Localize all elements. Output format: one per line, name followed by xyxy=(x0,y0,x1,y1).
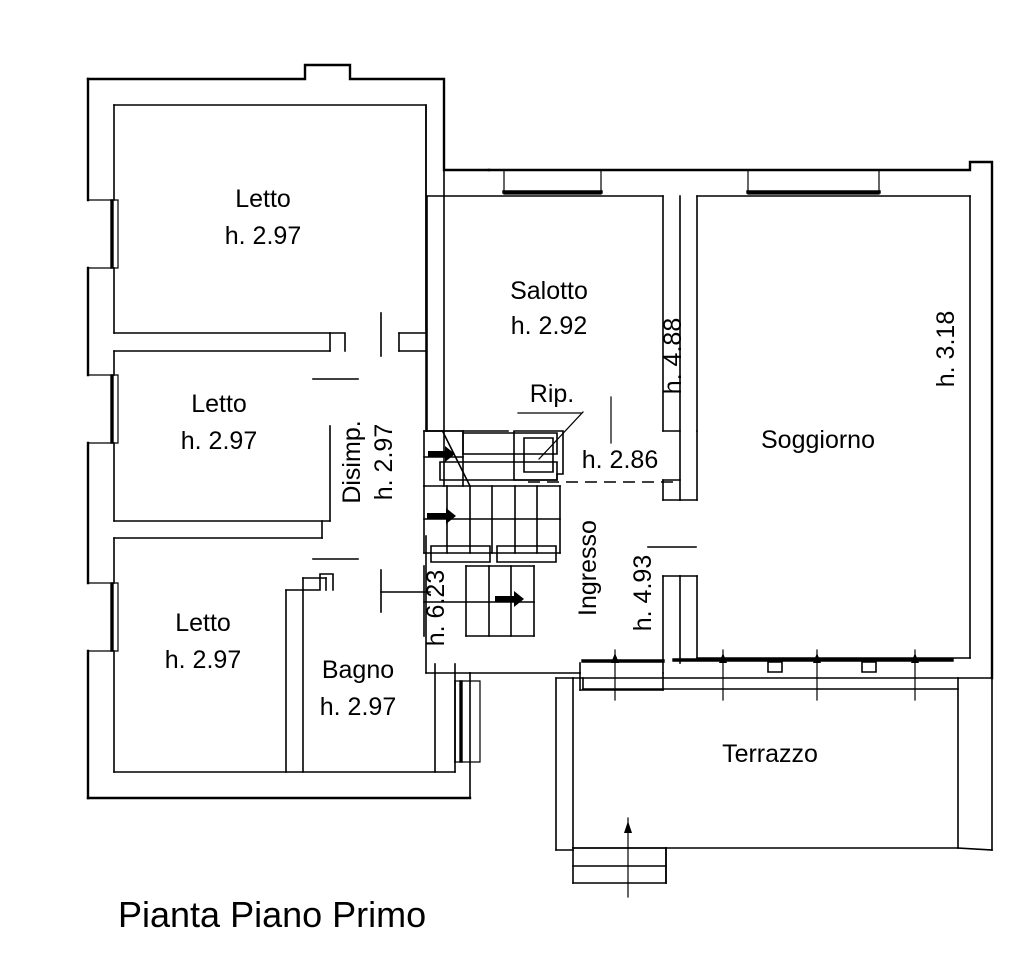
room-labels: Letto h. 2.97 Letto h. 2.97 Letto h. 2.9… xyxy=(165,185,875,768)
room-height-letto-1: h. 2.97 xyxy=(225,222,301,250)
label-soggiorno-height: h. 3.18 xyxy=(932,311,960,387)
room-label-salotto: Salotto xyxy=(510,277,588,305)
room-label-letto-1: Letto xyxy=(235,185,291,213)
salotto-walls xyxy=(426,160,994,680)
window-bagno xyxy=(454,680,481,763)
door-marks-left-block xyxy=(312,312,431,613)
corridor-walls xyxy=(425,104,471,799)
railing-post xyxy=(911,649,919,701)
room-label-letto-2: Letto xyxy=(191,390,247,418)
window-left-upper xyxy=(87,199,119,269)
stair-direction-arrows xyxy=(427,446,524,607)
ingresso-walls xyxy=(469,575,665,691)
room-label-bagno: Bagno xyxy=(322,656,394,684)
label-salotto-side-height: h. 4.88 xyxy=(659,318,687,394)
page-title: Pianta Piano Primo xyxy=(118,894,426,935)
vertical-labels: Disimp. h. 2.97 h. 6.23 Ingresso h. 4.93… xyxy=(338,311,960,646)
window-left-middle xyxy=(87,374,119,444)
room-height-letto-3: h. 2.97 xyxy=(165,646,241,674)
room-label-terrazzo: Terrazzo xyxy=(722,740,818,768)
label-ingresso-height: h. 4.93 xyxy=(629,555,657,631)
room-label-letto-3: Letto xyxy=(175,609,231,637)
window-top-salotto xyxy=(502,169,603,195)
ripostiglio-closet xyxy=(513,411,584,481)
terrazzo-exterior-stairs xyxy=(572,817,667,898)
railing-post xyxy=(719,649,727,701)
outer-envelope-left xyxy=(86,63,491,800)
room-height-letto-2: h. 2.97 xyxy=(181,427,257,455)
label-disimpegno: Disimp. xyxy=(338,420,366,503)
window-top-soggiorno xyxy=(746,169,881,195)
staircase xyxy=(423,430,561,637)
room-label-soggiorno: Soggiorno xyxy=(761,426,875,454)
label-disimpegno-height: h. 2.97 xyxy=(370,424,398,500)
room-height-bagno: h. 2.97 xyxy=(320,693,396,721)
inner-face-left-block xyxy=(113,104,456,773)
terrazzo-walls xyxy=(555,677,993,884)
room-height-ripostiglio: h. 2.86 xyxy=(582,446,658,474)
terrazzo-railing-posts xyxy=(611,649,919,701)
label-ingresso: Ingresso xyxy=(574,520,602,616)
label-scala-height: h. 6.23 xyxy=(422,570,450,646)
room-height-salotto: h. 2.92 xyxy=(511,312,587,340)
railing-post xyxy=(611,649,619,701)
window-left-lower xyxy=(87,582,119,652)
room-label-ripostiglio: Rip. xyxy=(530,380,574,408)
railing-post xyxy=(813,649,821,701)
